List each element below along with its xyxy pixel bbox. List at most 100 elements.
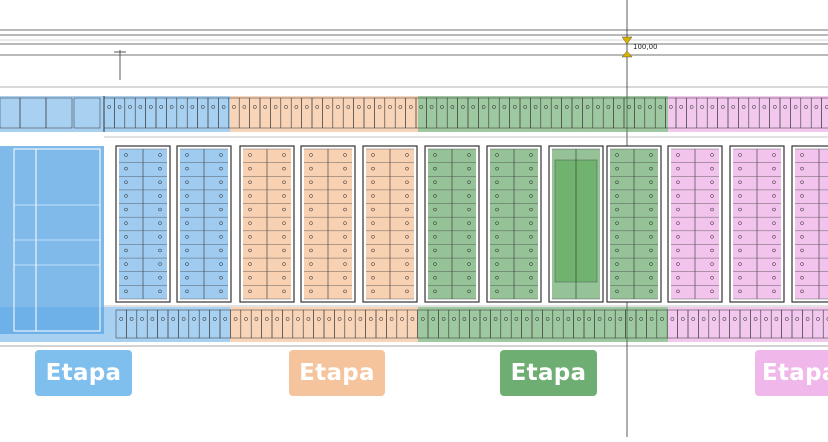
- lot-marker: [597, 317, 602, 321]
- lot-marker: [371, 262, 375, 266]
- lot-marker: [219, 153, 223, 157]
- lot-marker: [471, 105, 476, 109]
- lot-marker: [233, 317, 238, 321]
- lot-marker: [223, 317, 228, 321]
- lot-marker: [309, 180, 313, 185]
- stage-zone-top: [0, 96, 230, 132]
- lot-marker: [124, 194, 128, 198]
- lot-marker: [545, 317, 550, 321]
- lot-marker: [405, 194, 409, 198]
- lot-marker: [800, 207, 804, 212]
- lot-marker: [159, 105, 164, 109]
- lot-marker: [649, 275, 653, 280]
- lot-marker: [504, 317, 508, 321]
- lot-marker: [738, 248, 742, 253]
- lot-marker: [431, 317, 436, 321]
- lot-marker: [676, 221, 680, 225]
- lot-marker: [219, 262, 223, 266]
- lot-marker: [185, 180, 189, 185]
- lot-marker: [282, 289, 286, 294]
- lot-marker: [762, 105, 767, 109]
- lot-marker: [738, 180, 742, 185]
- lot-marker: [710, 153, 714, 157]
- lot-marker: [481, 105, 486, 109]
- lot-marker: [772, 248, 776, 253]
- lot-marker: [124, 207, 128, 212]
- lot-marker: [710, 289, 714, 294]
- lot-marker: [732, 317, 737, 321]
- lot-marker: [192, 317, 196, 321]
- lot-marker: [433, 207, 437, 212]
- lot-marker: [440, 105, 444, 109]
- lot-marker: [639, 317, 644, 321]
- lot-marker: [529, 207, 533, 212]
- block-fill: [795, 149, 828, 299]
- lot-marker: [741, 105, 746, 109]
- lot-marker: [405, 180, 409, 185]
- lot-marker: [171, 317, 176, 321]
- lot-marker: [676, 275, 680, 280]
- lot-marker: [433, 235, 437, 239]
- lot-marker: [185, 275, 189, 280]
- lot-marker: [615, 235, 619, 239]
- lot-marker: [309, 194, 313, 198]
- lot-marker: [309, 235, 313, 239]
- lot-marker: [460, 105, 465, 109]
- lot-marker: [467, 153, 471, 157]
- lot-marker: [800, 221, 804, 225]
- lot-marker: [343, 180, 347, 185]
- lot-marker: [117, 105, 122, 109]
- lot-marker: [772, 180, 776, 185]
- lot-marker: [700, 105, 704, 109]
- lot-marker: [738, 153, 742, 157]
- lot-marker: [772, 275, 776, 280]
- lot-marker: [119, 317, 124, 321]
- lot-marker: [495, 194, 499, 198]
- lot-marker: [772, 221, 776, 225]
- lot-marker: [660, 317, 664, 321]
- lot-marker: [615, 262, 619, 266]
- lot-marker: [805, 317, 810, 321]
- lot-marker: [316, 317, 321, 321]
- lot-marker: [221, 105, 226, 109]
- lot-marker: [158, 207, 162, 212]
- lot-marker: [816, 317, 820, 321]
- elevation-triangle: [621, 50, 633, 58]
- lot-marker: [800, 235, 804, 239]
- lot-marker: [242, 105, 247, 109]
- lot-marker: [710, 235, 714, 239]
- lot: [821, 97, 828, 129]
- lot: [822, 309, 828, 339]
- lot-marker: [124, 289, 128, 294]
- lot-marker: [263, 105, 268, 109]
- lot-marker: [462, 317, 467, 321]
- lot-marker: [248, 180, 252, 185]
- lot-marker: [185, 221, 189, 225]
- lot-marker: [676, 166, 680, 171]
- lot: [73, 97, 101, 129]
- lot-marker: [433, 221, 437, 225]
- lot-marker: [264, 317, 269, 321]
- lot-marker: [138, 105, 143, 109]
- lot-marker: [529, 235, 533, 239]
- lot-marker: [615, 180, 619, 185]
- lot-marker: [512, 105, 517, 109]
- lot-marker: [429, 105, 434, 109]
- lot-marker: [309, 153, 313, 157]
- stage-label-2: Etapa 2: [289, 350, 385, 432]
- lot-marker: [492, 105, 496, 109]
- lot-marker: [738, 235, 742, 239]
- lot-marker: [800, 194, 804, 198]
- lot-marker: [710, 194, 714, 198]
- lot-marker: [107, 105, 112, 109]
- lot-marker: [405, 262, 409, 266]
- lot-marker: [502, 105, 507, 109]
- lot-marker: [252, 105, 257, 109]
- lot-marker: [309, 207, 313, 212]
- lot-marker: [544, 105, 548, 109]
- lot-marker: [529, 289, 533, 294]
- lot-marker: [309, 275, 313, 280]
- lot-marker: [689, 105, 694, 109]
- lot-marker: [772, 153, 776, 157]
- lot-marker: [649, 248, 653, 253]
